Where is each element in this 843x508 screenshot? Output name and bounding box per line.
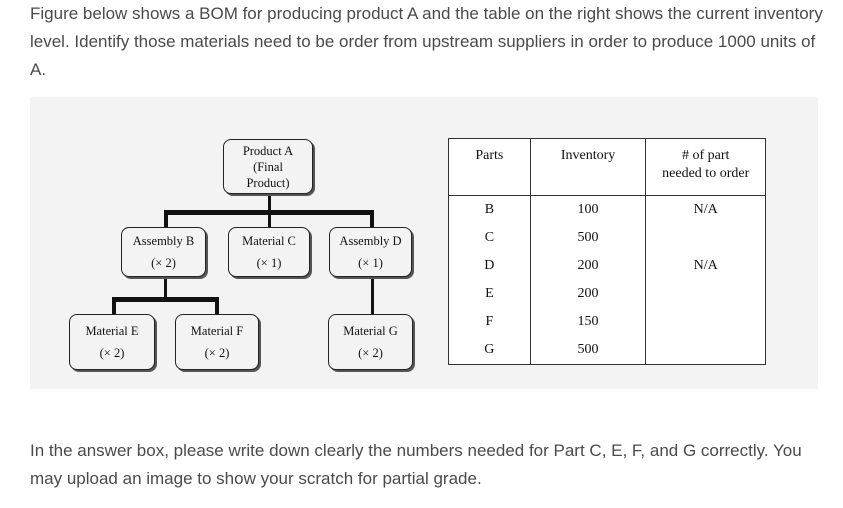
product-a-label-line3: Product) xyxy=(246,175,290,190)
material-g-qty: (× 2) xyxy=(358,346,383,360)
connector-level2-bar-b xyxy=(112,297,219,302)
material-g-name: Material G xyxy=(343,324,398,338)
cell-inventory: 200 xyxy=(529,252,647,280)
assembly-d-node: Assembly D (× 1) xyxy=(329,227,412,277)
table-row: E 200 xyxy=(448,280,766,308)
material-f-name: Material F xyxy=(190,324,244,338)
connector-a-stem xyxy=(268,194,271,212)
material-c-name: Material C xyxy=(242,234,296,248)
cell-part: D xyxy=(448,252,531,280)
cell-inventory: 500 xyxy=(529,224,647,252)
question-prompt: Figure below shows a BOM for producing p… xyxy=(30,4,823,79)
cell-part: F xyxy=(448,308,531,336)
header-order-line1: # of part xyxy=(681,148,730,163)
cell-order xyxy=(645,336,766,365)
inventory-table: Parts Inventory # of part needed to orde… xyxy=(448,138,766,365)
connector-d-drop xyxy=(370,210,374,231)
table-row: D 200 N/A xyxy=(448,252,766,280)
cell-order: N/A xyxy=(645,195,766,224)
table-row: G 500 xyxy=(448,336,766,365)
table-header-row: Parts Inventory # of part needed to orde… xyxy=(448,138,766,196)
assembly-d-name: Assembly D xyxy=(339,234,402,248)
product-a-label-line1: Product A xyxy=(242,143,294,158)
cell-order xyxy=(645,224,766,252)
cell-inventory: 200 xyxy=(529,280,647,308)
connector-b-stem xyxy=(164,277,167,299)
connector-f-drop xyxy=(215,297,219,317)
bom-figure: Product A (Final Product) Assembly B (× … xyxy=(30,97,818,389)
header-parts: Parts xyxy=(448,138,531,196)
cell-inventory: 500 xyxy=(529,336,647,365)
header-order: # of part needed to order xyxy=(645,138,766,196)
material-f-qty: (× 2) xyxy=(204,346,230,360)
material-g-node: Material G (× 2) xyxy=(328,314,413,370)
header-order-line2: needed to order xyxy=(662,166,750,181)
material-e-name: Material E xyxy=(85,324,139,338)
table-row: C 500 xyxy=(448,224,766,252)
cell-order: N/A xyxy=(645,252,766,280)
assembly-d-qty: (× 1) xyxy=(358,256,383,270)
cell-inventory: 150 xyxy=(529,308,647,336)
table-row: F 150 xyxy=(448,308,766,336)
cell-part: E xyxy=(448,280,531,308)
assembly-b-qty: (× 2) xyxy=(151,256,176,270)
assembly-b-name: Assembly B xyxy=(132,234,195,248)
connector-d-stem xyxy=(371,277,374,315)
material-f-node: Material F (× 2) xyxy=(175,314,259,370)
assembly-b-node: Assembly B (× 2) xyxy=(121,227,206,277)
header-inventory: Inventory xyxy=(529,138,647,196)
material-e-node: Material E (× 2) xyxy=(69,314,155,370)
cell-part: G xyxy=(448,336,531,365)
material-e-qty: (× 2) xyxy=(99,346,125,360)
product-a-node: Product A (Final Product) xyxy=(223,139,313,194)
connector-e-drop xyxy=(112,297,116,317)
cell-order xyxy=(645,280,766,308)
table-row: B 100 N/A xyxy=(448,195,766,224)
material-c-qty: (× 1) xyxy=(256,256,282,270)
material-c-node: Material C (× 1) xyxy=(228,227,310,277)
cell-inventory: 100 xyxy=(529,195,647,224)
connector-b-drop xyxy=(164,210,168,231)
connector-c-drop xyxy=(268,210,271,231)
cell-part: B xyxy=(448,195,531,224)
answer-instructions: In the answer box, please write down cle… xyxy=(30,441,802,488)
product-a-label-line2: (Final xyxy=(253,159,283,174)
cell-part: C xyxy=(448,224,531,252)
cell-order xyxy=(645,308,766,336)
